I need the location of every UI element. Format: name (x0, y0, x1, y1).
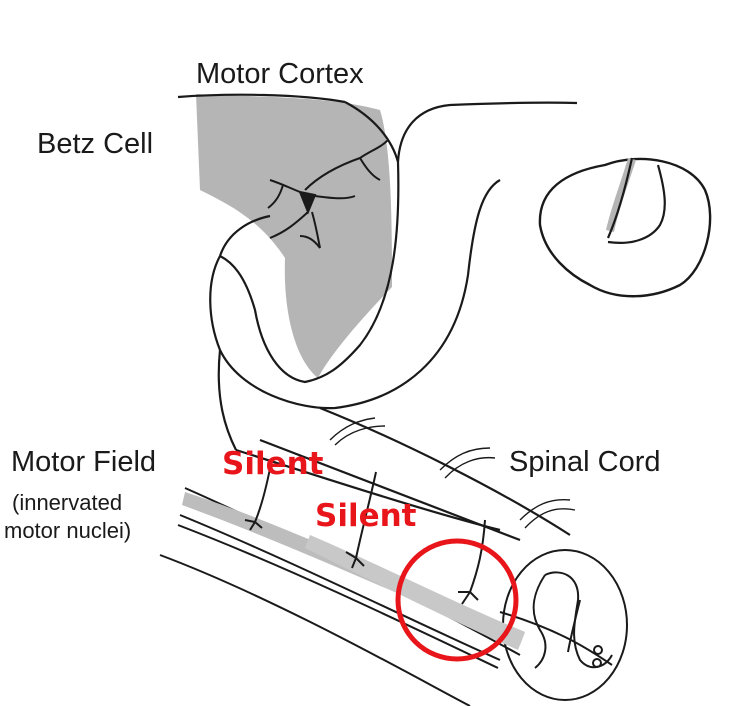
label-motor-field: Motor Field (11, 446, 157, 478)
annotation-silent-2: Silent (315, 498, 417, 534)
brain-side-view (538, 157, 712, 298)
annotation-silent-1: Silent (222, 446, 324, 482)
fiber-tufts (329, 417, 576, 529)
highlight-circle (395, 538, 519, 662)
label-innervated-1: (innervated (12, 490, 123, 515)
betz-cell (267, 139, 389, 249)
label-innervated-2: motor nuclei) (4, 518, 132, 543)
motor-nuclei-band-2 (305, 535, 525, 650)
label-betz-cell: Betz Cell (37, 128, 154, 160)
motor-cortex-region (196, 94, 392, 378)
cortex-outline (177, 93, 578, 542)
label-spinal-cord: Spinal Cord (509, 446, 661, 478)
label-motor-cortex: Motor Cortex (196, 58, 364, 90)
descending-axons (244, 457, 581, 653)
